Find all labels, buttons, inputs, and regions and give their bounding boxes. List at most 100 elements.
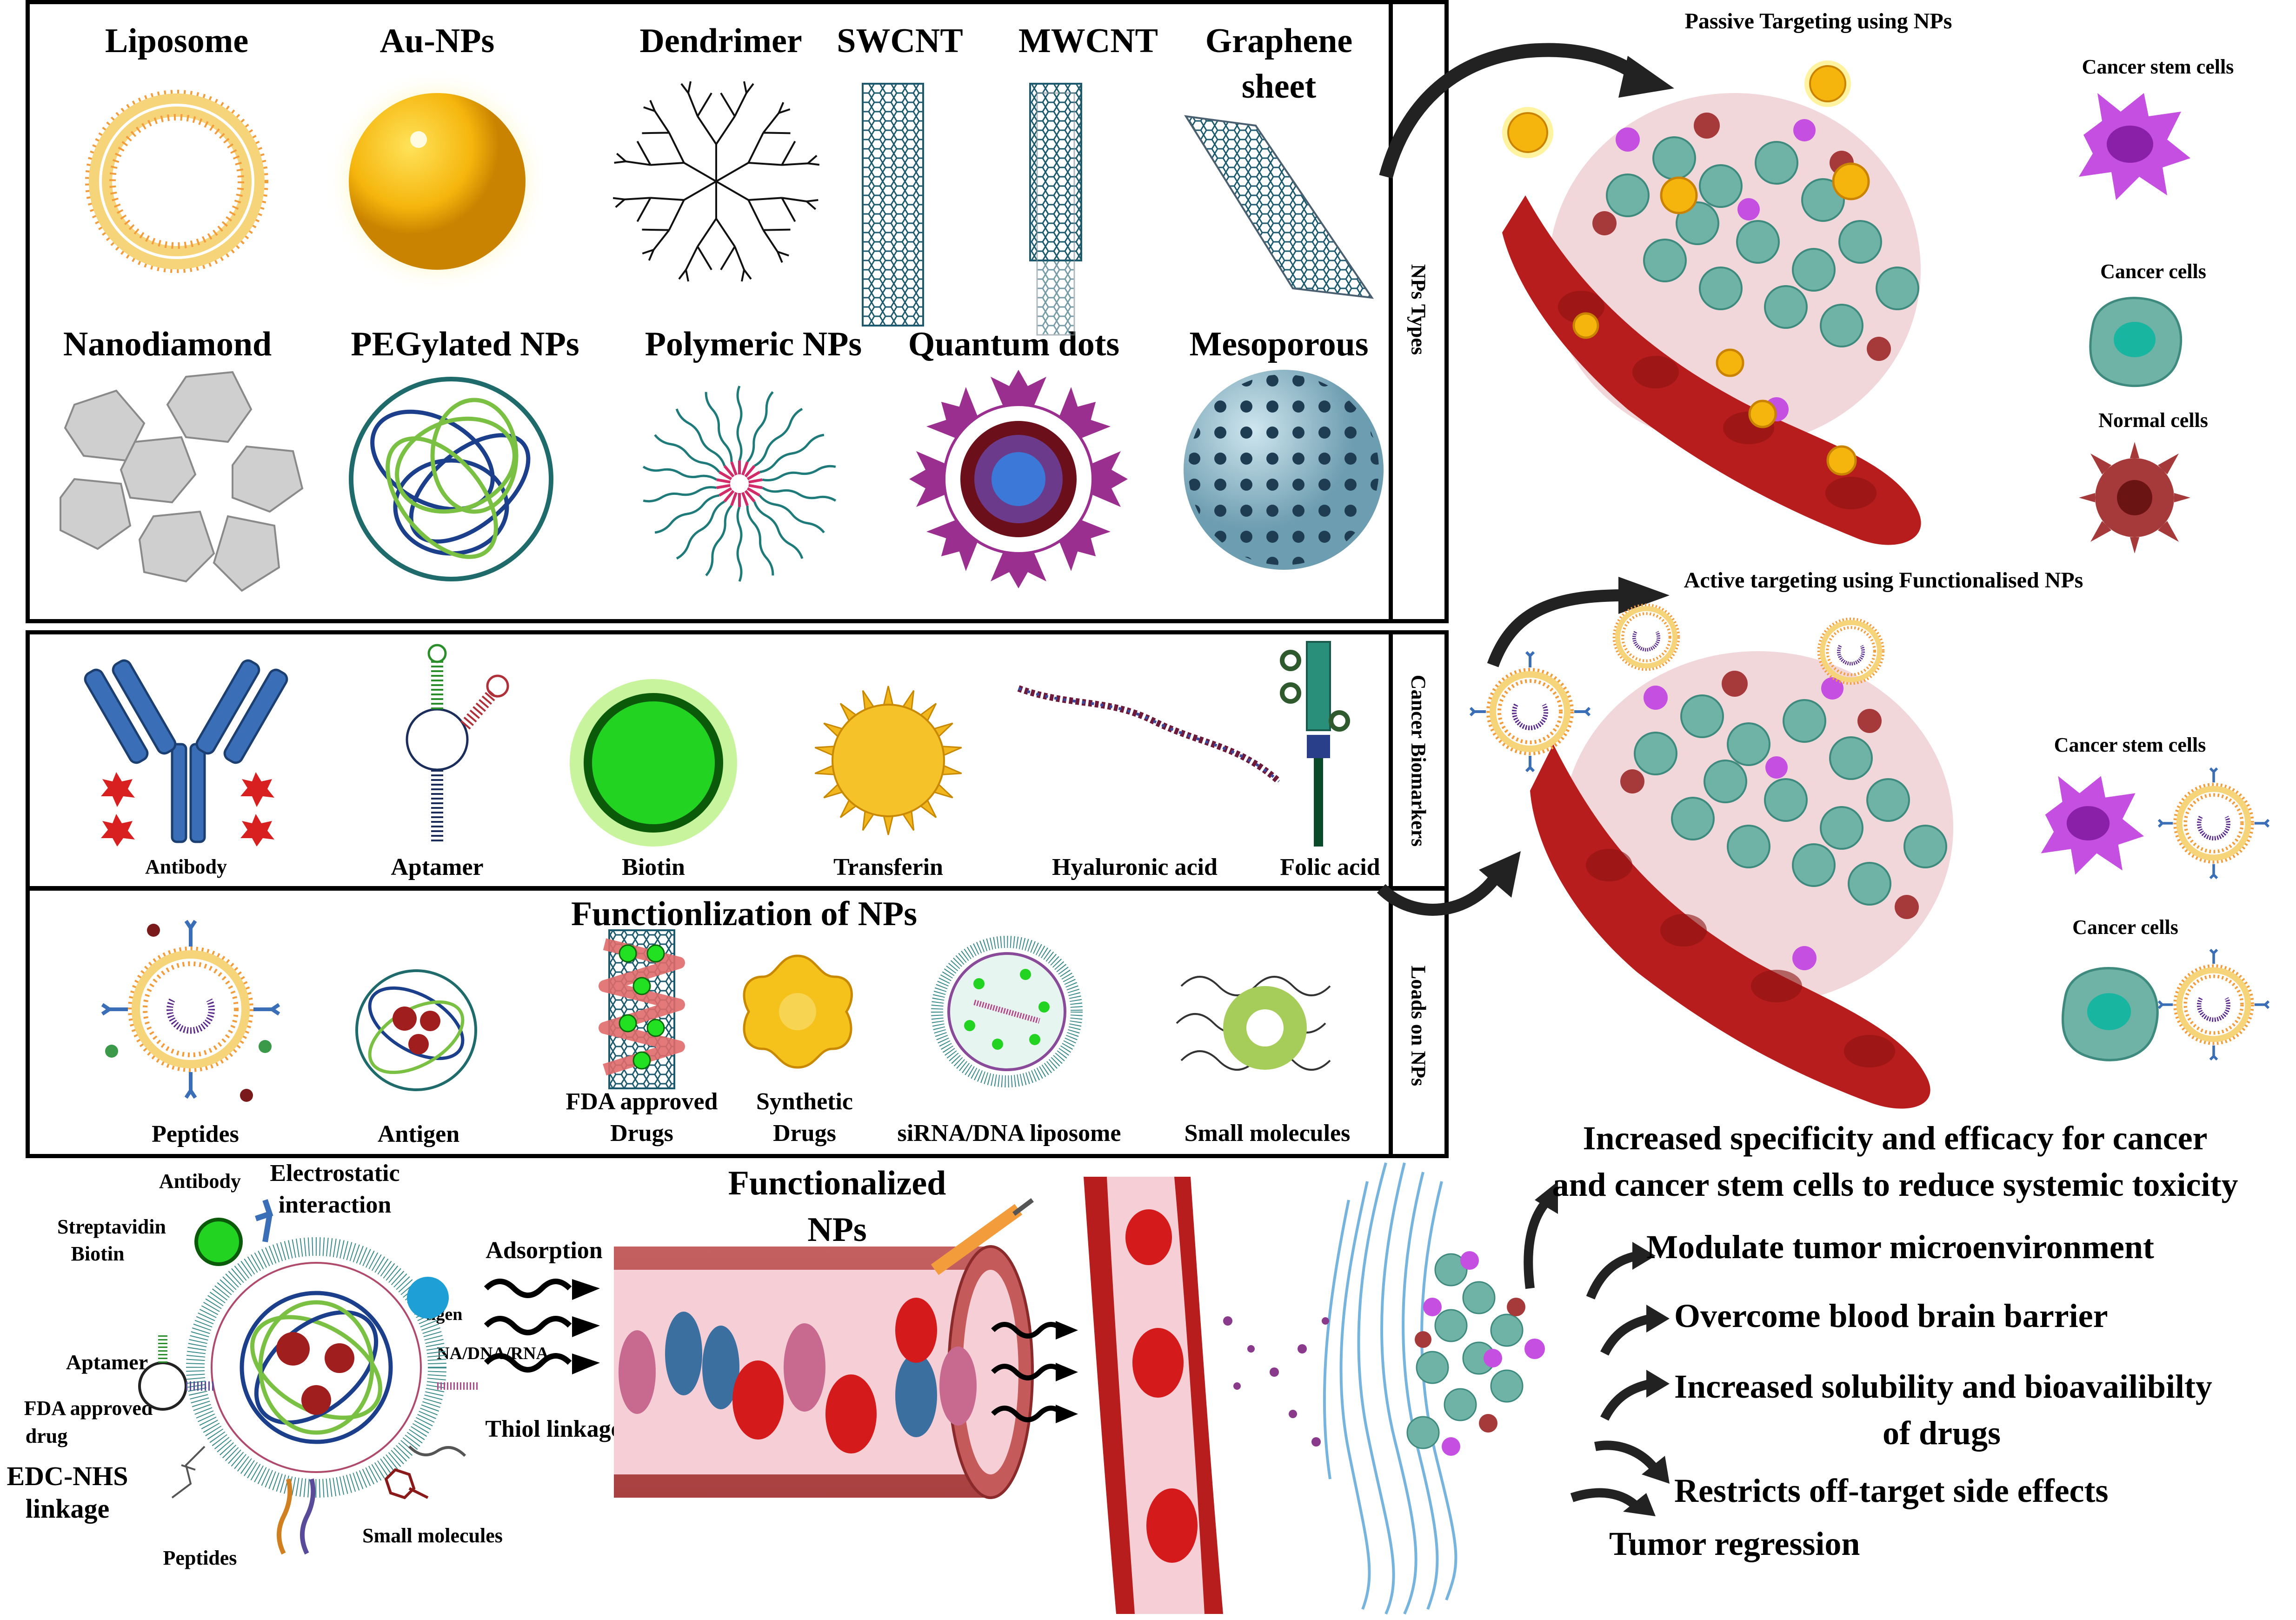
blood-vessel-vertical <box>1084 1177 1223 1614</box>
synthetic-drugs-graphic <box>743 954 853 1069</box>
outcome-arrow-up <box>1524 1181 1558 1289</box>
np-types-side-label: NPs Types <box>1407 264 1430 355</box>
active-tumor-graphic <box>1530 651 1953 1109</box>
passive-legend-stem: Cancer stem cells <box>2082 55 2234 78</box>
outcome-item-2: Overcome blood brain barrier <box>1674 1297 2108 1334</box>
active-stem-cell-icon <box>2041 776 2144 875</box>
passive-legend-normal: Normal cells <box>2098 409 2208 432</box>
functionalized-np-graphic <box>138 1199 479 1555</box>
fn-label-edc-2: linkage <box>25 1493 110 1524</box>
loads-label-small: Small molecules <box>1184 1120 1351 1147</box>
label-dendrimer: Dendrimer <box>639 22 802 60</box>
wavy-arrows-left <box>484 1279 600 1374</box>
label-mesoporous: Mesoporous <box>1189 325 1369 363</box>
fn-label-electrostatic-2: interaction <box>278 1192 392 1218</box>
fn-label-streptavidin-1: Streptavidin <box>57 1215 166 1238</box>
antigen-np-graphic <box>355 969 477 1091</box>
active-arrow-in <box>1377 851 1521 916</box>
fn-label-streptavidin-2: Biotin <box>71 1242 125 1265</box>
label-pegylated: PEGylated NPs <box>351 325 579 363</box>
fda-drugs-graphic <box>599 929 685 1089</box>
active-title: Active targeting using Functionalised NP… <box>1684 568 2083 593</box>
fn-label-fda-2: drug <box>25 1425 68 1447</box>
biomarker-label-hyaluronic: Hyaluronic acid <box>1052 854 1218 880</box>
label-nanodiamond: Nanodiamond <box>63 325 272 363</box>
outcome-item-1: Modulate tumor microenvironment <box>1646 1228 2154 1266</box>
active-legend-cancer: Cancer cells <box>2072 916 2178 939</box>
outcome-arrow-1 <box>1586 1242 1656 1300</box>
loads-label-sirna: siRNA/DNA liposome <box>897 1120 1121 1147</box>
loads-panel <box>26 886 1393 1158</box>
loads-label-synthetic-2: Drugs <box>773 1120 836 1147</box>
outcome-arrow-5 <box>1570 1488 1656 1516</box>
passive-legend-cancer: Cancer cells <box>2100 260 2206 283</box>
mesoporous-graphic <box>1184 370 1384 570</box>
aptamer-graphic <box>406 644 509 842</box>
outcome-headline-1: Increased specificity and efficacy for c… <box>1583 1120 2208 1157</box>
biomarker-label-antibody: Antibody <box>145 855 227 878</box>
dendrimer-graphic <box>610 81 823 282</box>
biomarkers-side-label: Cancer Biomarkers <box>1407 674 1430 847</box>
passive-free-np-2 <box>1804 60 1851 107</box>
outcome-arrow-4 <box>1594 1440 1670 1484</box>
folic-acid-graphic <box>1280 641 1350 847</box>
fn-label-peptides: Peptides <box>163 1547 237 1569</box>
loads-divider <box>1393 886 1449 1158</box>
functionalized-title-1: Functionalized <box>728 1164 946 1202</box>
label-graphene: Graphene <box>1205 22 1353 60</box>
graphene-sheet-graphic <box>1184 115 1374 299</box>
label-liposome: Liposome <box>105 22 249 60</box>
fn-label-small: Small molecules <box>362 1524 503 1547</box>
sirna-liposome-graphic <box>931 936 1083 1087</box>
np-types-divider <box>1393 0 1449 623</box>
antibody-graphic <box>84 659 288 847</box>
outcome-arrow-2 <box>1600 1305 1670 1356</box>
outcome-headline-2: and cancer stem cells to reduce systemic… <box>1552 1166 2238 1203</box>
label-polymeric: Polymeric NPs <box>645 325 862 363</box>
outcome-item-4: Restricts off-target side effects <box>1674 1472 2109 1509</box>
cancer-cell-icon <box>2089 297 2183 387</box>
peptides-np-graphic <box>101 920 280 1102</box>
label-mwcnt: MWCNT <box>1018 22 1158 60</box>
fn-label-electrostatic-1: Electrostatic <box>270 1160 400 1187</box>
passive-title: Passive Targeting using NPs <box>1684 9 1952 33</box>
outcome-item-5: Tumor regression <box>1609 1525 1860 1562</box>
label-graphene-sheet: sheet <box>1241 67 1317 106</box>
liposome-graphic <box>85 90 268 273</box>
functionalized-title-2: NPs <box>807 1211 867 1249</box>
quantum-dot-graphic <box>909 370 1128 588</box>
biomarker-label-transferin: Transferin <box>833 854 943 880</box>
fn-label-edc-1: EDC-NHS <box>7 1461 128 1491</box>
nanodiamond-graphic <box>60 371 304 592</box>
normal-cell-icon <box>2079 442 2190 553</box>
hyaluronic-acid-graphic <box>1017 685 1281 784</box>
mwcnt-graphic <box>1029 83 1082 336</box>
swcnt-graphic <box>862 83 924 327</box>
active-stem-np-icon <box>2157 767 2270 880</box>
outcome-item-3: Increased solubility and bioavailibilty <box>1674 1368 2212 1405</box>
au-np-graphic <box>326 70 549 293</box>
fn-label-fda-1: FDA approved <box>24 1397 153 1420</box>
active-functional-np-1 <box>1469 651 1591 773</box>
small-molecules-graphic <box>1176 976 1331 1071</box>
fn-label-aptamer: Aptamer <box>66 1350 148 1374</box>
active-cancer-cell-icon <box>2061 967 2159 1061</box>
loads-label-antigen: Antigen <box>377 1121 460 1147</box>
active-legend-stem: Cancer stem cells <box>2054 733 2206 756</box>
label-quantum-dots: Quantum dots <box>908 325 1120 363</box>
active-cancer-np-icon <box>2157 948 2270 1061</box>
biomarker-label-folic: Folic acid <box>1280 854 1380 880</box>
outcome-item-3b: of drugs <box>1882 1414 2001 1452</box>
passive-arrow <box>1379 43 1674 179</box>
active-functional-np-3 <box>1817 617 1885 685</box>
biomarker-label-biotin: Biotin <box>622 854 685 880</box>
pegylated-graphic <box>349 377 553 581</box>
blood-vessel-horizontal <box>614 1198 1034 1499</box>
polymeric-np-graphic <box>623 386 856 600</box>
wavy-arrows-middle <box>991 1321 1078 1423</box>
passive-free-np <box>1502 107 1553 158</box>
loads-label-fda-1: FDA approved <box>566 1088 718 1115</box>
stem-cell-icon <box>2079 93 2190 200</box>
fn-label-adsorption: Adsorption <box>486 1237 603 1264</box>
loads-side-label: Loads on NPs <box>1407 965 1430 1087</box>
